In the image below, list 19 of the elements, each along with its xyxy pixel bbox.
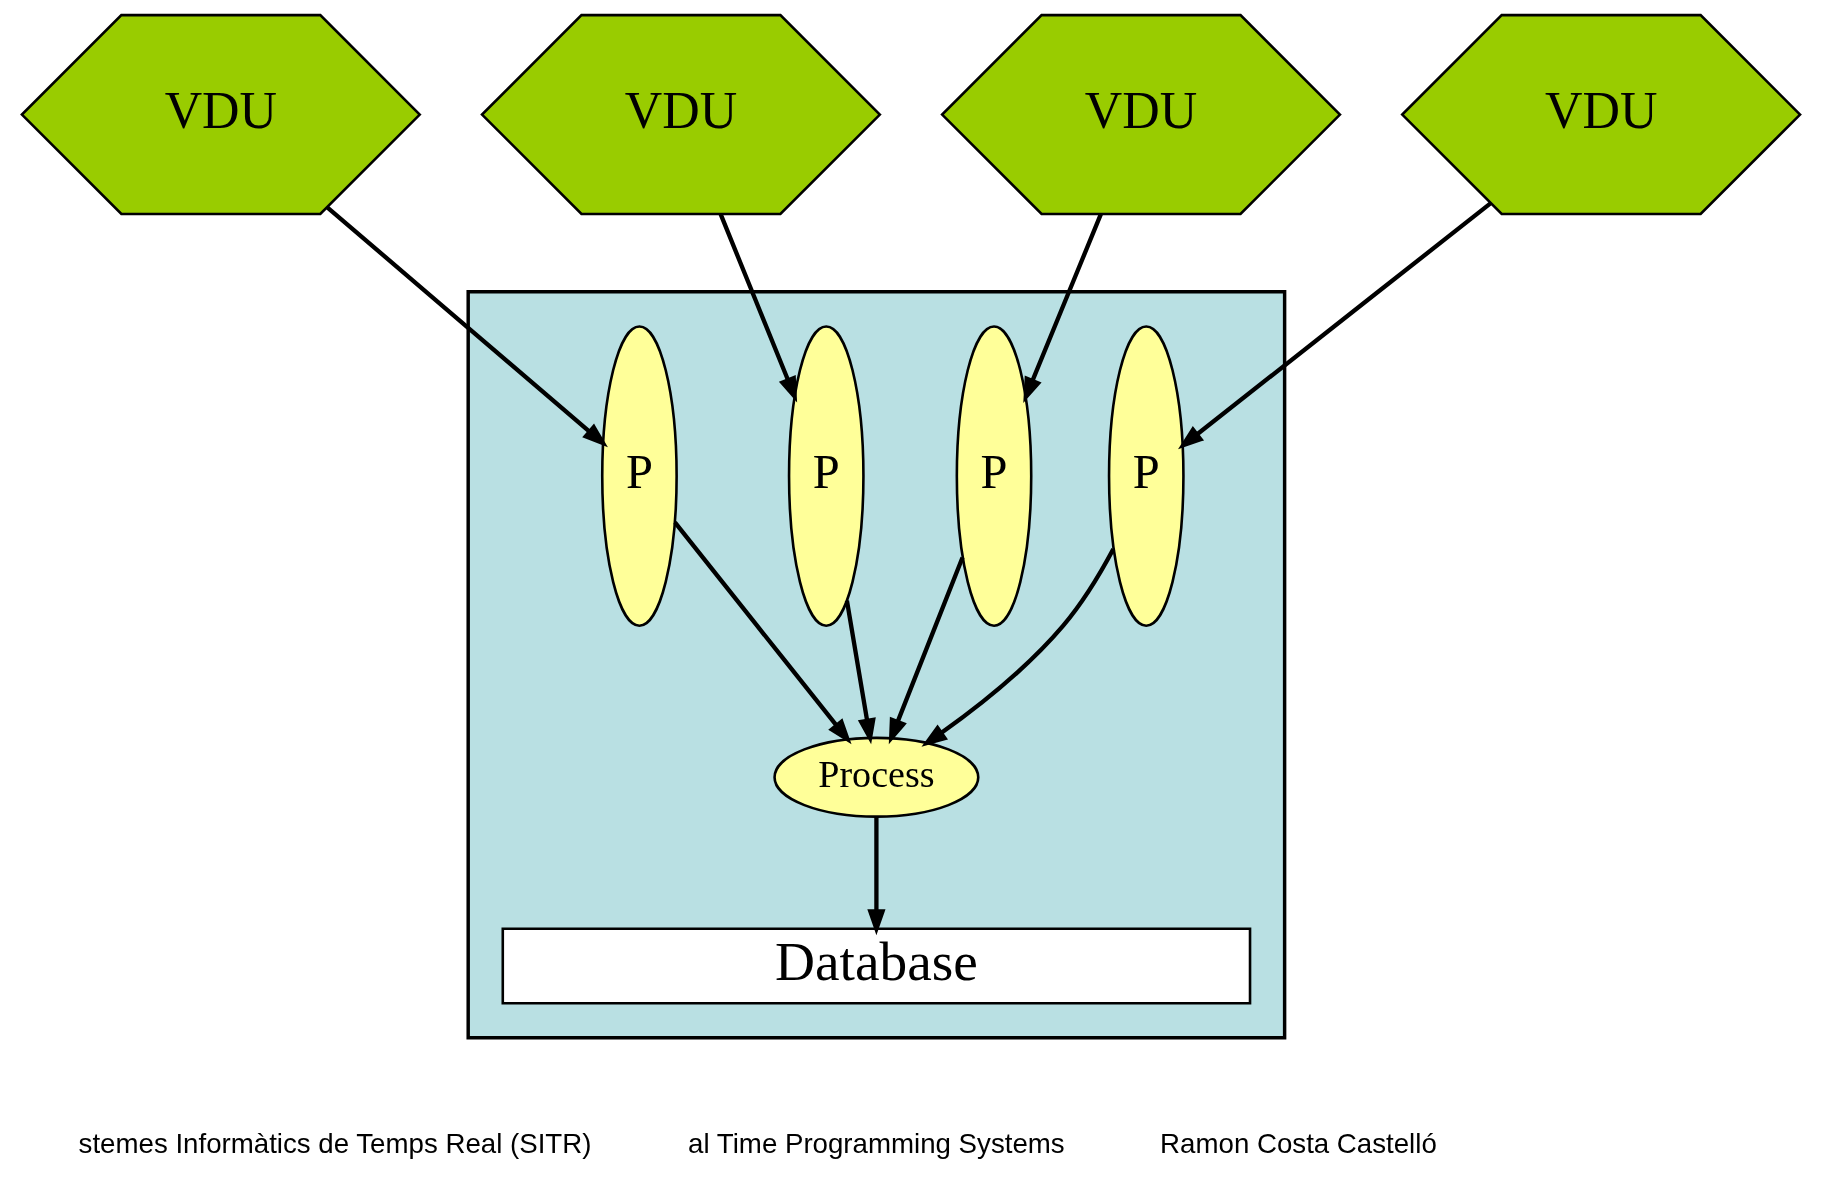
node-ellipse: P	[955, 325, 1033, 627]
arrow	[867, 816, 886, 936]
label: Ramon Costa Castelló	[1160, 1128, 1437, 1160]
node-ellipse: P	[1107, 325, 1185, 627]
node-ellipse: P	[787, 325, 865, 627]
arrow	[921, 548, 1116, 747]
arrow	[888, 556, 965, 745]
cluster	[466, 290, 1287, 1040]
node-box: Database	[501, 927, 1252, 1005]
arrow	[1178, 201, 1492, 450]
node-ellipse: Process	[773, 736, 980, 818]
label: stemes Informàtics de Temps Real (SITR)	[78, 1128, 592, 1160]
label: al Time Programming Systems	[688, 1128, 1065, 1160]
arrow	[718, 213, 798, 403]
arrow	[326, 205, 608, 448]
arrow	[844, 600, 876, 745]
node-ellipse: P	[600, 325, 678, 627]
arrow	[1023, 213, 1103, 404]
arrow	[673, 521, 852, 745]
